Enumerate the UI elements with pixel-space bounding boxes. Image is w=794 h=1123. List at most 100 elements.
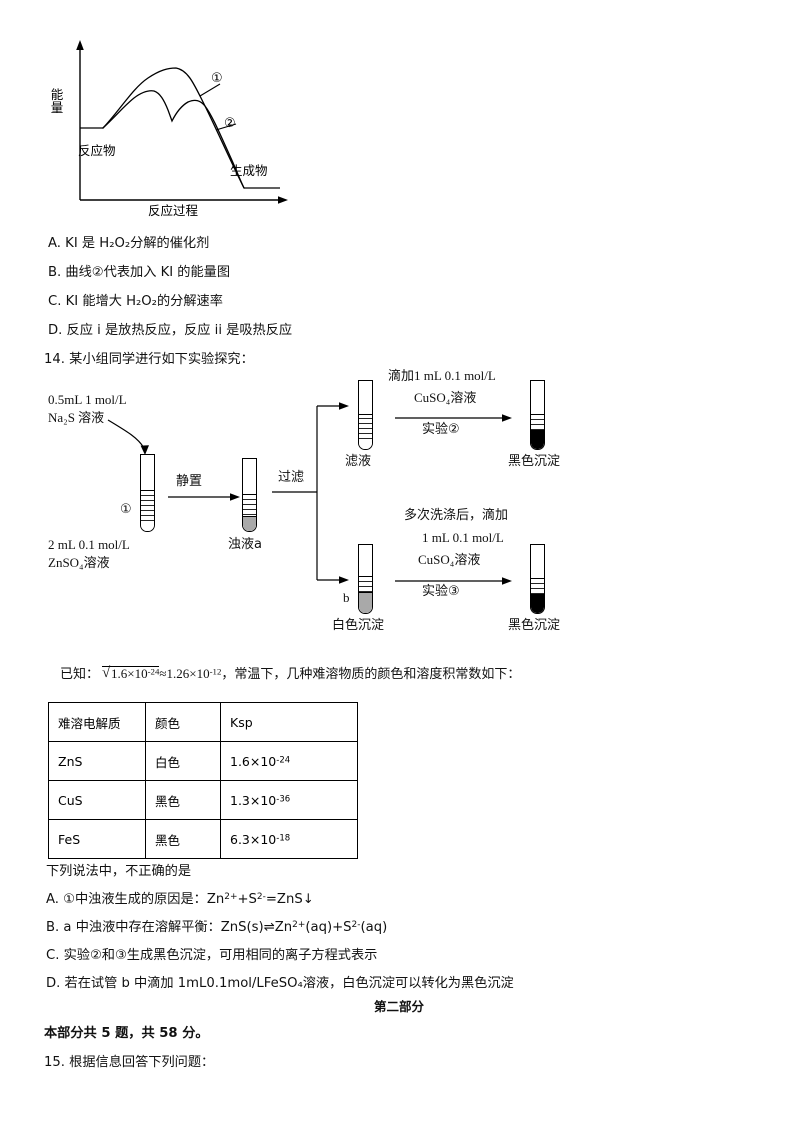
known-note-approx-exp: -12 [209,666,222,677]
question-15-stem: 15. 根据信息回答下列问题： [44,1055,215,1070]
tube-2-gray-sediment [243,516,256,531]
cell-color: 黑色 [145,819,221,859]
tube-b-label: b [343,590,350,605]
question-14-stem: 14. 某小组同学进行如下实验探究： [44,352,254,367]
experiment3-step-line3: CuSO₄溶液 [418,552,481,567]
option-a-q13: A. KI 是 H₂O₂分解的催化剂 [48,236,210,251]
arrow-experiment2-head [502,414,512,422]
cell-ksp-exponent: -18 [276,832,291,843]
option-a-sup1: 2+ [224,892,238,903]
cell-ksp-mantissa: 6.3×10 [230,831,277,847]
tube-black1-rim [531,380,544,382]
option-a-prefix: A. ①中浊液生成的原因是：Zn [46,892,225,907]
option-c-q13: C. KI 能增大 H₂O₂的分解速率 [48,294,223,309]
known-note: 已知： √1.6×10-24≈1.26×10-12，常温下，几种难溶物质的颜色和… [60,665,521,682]
test-tube-black-precipitate-1 [530,380,545,450]
arrow-branch-bottom-head [339,576,349,584]
experiment2-step-line1: 滴加1 mL 0.1 mol/L [388,368,496,383]
experiment3-step-line2: 1 mL 0.1 mol/L [422,530,504,545]
tube-1-liquid-hatch [141,495,154,525]
test-tube-1 [140,454,155,532]
tube-black2-rim [531,544,544,546]
section-title: 第二部分 [374,999,425,1014]
option-d-q14: D. 若在试管 b 中滴加 1mL0.1mol/LFeSO₄溶液，白色沉淀可以转… [46,976,514,991]
products-label: 生成物 [230,163,268,178]
tube-black1-sediment [531,430,544,449]
tube-filtrate-label: 滤液 [345,454,372,469]
table-header-color: 颜色 [145,702,221,742]
curve-2-label: ② [224,116,236,131]
tube-1-number: ① [120,502,132,517]
known-note-radicand: 1.6×10 [111,666,148,681]
arrow-branch-top-head [339,402,349,410]
tube-2-liquid-hatch [243,499,256,517]
tube-filtrate-hatch [359,418,372,443]
black-precipitate-label-2: 黑色沉淀 [508,618,561,633]
reagent-znso4-line1: 2 mL 0.1 mol/L [48,537,130,552]
cell-substance: FeS [48,819,146,859]
pour-arrow-head [140,445,149,455]
cell-ksp-mantissa: 1.6×10 [230,753,277,769]
option-b-tail: (aq) [360,920,388,935]
cell-ksp-exponent: -24 [276,754,291,765]
reagent-na2s-line1: 0.5mL 1 mol/L [48,392,127,407]
tube-2-label: 浊液a [228,537,262,552]
cell-ksp: 6.3×10-18 [220,819,358,859]
reactants-label: 反应物 [78,143,116,158]
option-b-sup1: 2+ [292,920,306,931]
option-b-prefix: B. a 中浊液中存在溶解平衡：ZnS(s)⇌Zn [46,920,293,935]
arrow-standing-head [230,493,240,501]
table-row: ZnS 白色 1.6×10-24 [48,741,358,781]
option-b-mid: (aq)+S [305,920,352,935]
white-precipitate-label: 白色沉淀 [332,618,385,633]
cell-color: 黑色 [145,780,221,820]
y-axis-label: 能 量 [48,88,66,114]
curve-2-leader [215,123,237,131]
experiment-diagram-svg [107,402,512,585]
energy-diagram-svg [76,40,288,204]
tube-b-white-sediment [359,592,372,613]
curve-1-label: ① [211,71,223,86]
x-axis-arrowhead [278,196,288,204]
tube-b-hatch [359,581,372,593]
tube-2-rim [243,458,256,460]
curve-2-path [102,90,245,189]
experiment-flow-diagram: 0.5mL 1 mol/L Na₂S 溶液 ① 2 mL 0.1 mol/L Z… [40,362,640,657]
ksp-table: 难溶电解质 颜色 Ksp ZnS 白色 1.6×10-24 CuS 黑色 1.3… [48,702,358,859]
table-row: CuS 黑色 1.3×10-36 [48,780,358,820]
table-header-row: 难溶电解质 颜色 Ksp [48,702,358,742]
known-note-suffix: ，常温下，几种难溶物质的颜色和溶度积常数如下： [221,667,521,682]
option-a-mid: +S [237,892,257,907]
option-d-q13: D. 反应 i 是放热反应，反应 ii 是吸热反应 [48,323,293,338]
table-header-substance: 难溶电解质 [48,702,146,742]
experiment2-step-line2: CuSO₄溶液 [414,390,477,405]
y-axis-label-char-1: 能 [50,87,64,102]
test-tube-b [358,544,373,614]
test-tube-2-turbid [242,458,257,532]
option-a-sup2: 2- [256,892,266,903]
cell-ksp: 1.6×10-24 [220,741,358,781]
experiment2-step-line3: 实验② [422,422,460,437]
reagent-znso4-line2: ZnSO₄溶液 [48,555,110,570]
option-c-q14: C. 实验②和③生成黑色沉淀，可用相同的离子方程式表示 [46,948,378,963]
known-note-prefix: 已知： [60,667,100,682]
tube-black2-hatch [531,583,544,595]
option-a-tail: =ZnS↓ [265,892,314,907]
tube-filtrate-rim [359,380,372,382]
cell-color: 白色 [145,741,221,781]
tube-b-rim [359,544,372,546]
option-a-q14: A. ①中浊液生成的原因是：Zn2++S2-=ZnS↓ [46,888,314,907]
cell-substance: ZnS [48,741,146,781]
tube-1-rim [141,454,154,456]
curve-1-path [102,67,245,189]
y-axis-arrowhead [76,40,84,50]
table-row: FeS 黑色 6.3×10-18 [48,819,358,859]
test-tube-black-precipitate-2 [530,544,545,614]
pour-arrow-curve [107,419,145,449]
arrow-filter-label: 过滤 [278,470,305,485]
arrow-standing-label: 静置 [176,474,203,489]
option-b-sup2: 2- [351,920,361,931]
curve-1-leader [199,83,221,97]
black-precipitate-label-1: 黑色沉淀 [508,454,561,469]
